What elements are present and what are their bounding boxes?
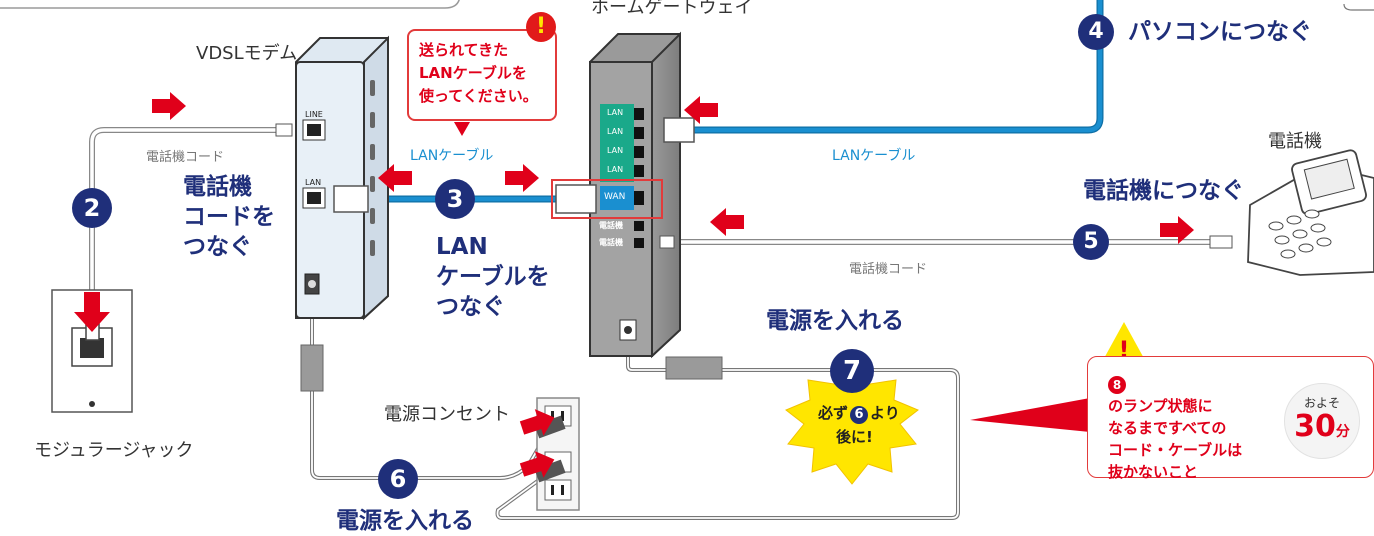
port-label-phone-2: 電話機 <box>599 238 623 247</box>
step-5-text: 電話機につなぐ <box>1083 178 1244 204</box>
port-label-lan-3: LAN <box>607 146 624 155</box>
warning-line-4: 抜かないこと <box>1108 463 1199 481</box>
svg-text:!: ! <box>1119 336 1130 364</box>
lan-cable-gateway-pc <box>690 0 1104 134</box>
phone-cord-label-right: 電話機コード <box>849 262 928 277</box>
port-label-lan-4: LAN <box>607 165 624 174</box>
time-estimate-circle: およそ 30分 <box>1284 383 1360 459</box>
port-label-lan-1: LAN <box>607 108 624 117</box>
port-label-modem-lan: LAN <box>305 178 322 187</box>
header-box-edge-right <box>1343 3 1374 11</box>
header-box-edge <box>0 0 460 9</box>
step-3-line-3: つなぐ <box>436 294 505 320</box>
modem-power-adapter <box>300 344 324 392</box>
burst-text-pre: 必ず <box>818 404 849 422</box>
time-approx: およそ <box>1303 396 1340 410</box>
gateway-phone-connector <box>659 235 675 249</box>
modem-line-connector <box>275 123 293 137</box>
step-4-text: パソコンにつなぐ <box>1128 19 1312 45</box>
port-label-wan: WAN <box>604 192 626 202</box>
outlet-label: 電源コンセント <box>384 404 510 425</box>
step-6-text: 電源を入れる <box>336 508 474 534</box>
step-2-line-3: つなぐ <box>183 234 252 260</box>
phone-plug <box>1209 235 1233 249</box>
step-4-badge: 4 <box>1078 14 1114 50</box>
lan-cable-label-left: LANケーブル <box>410 148 494 164</box>
phone-label: 電話機 <box>1268 131 1322 152</box>
modular-jack-graphic <box>51 289 133 413</box>
step-5-badge: 5 <box>1073 224 1109 260</box>
power-burst <box>785 365 919 485</box>
step-3-line-1: LAN <box>436 234 488 260</box>
step-2-line-2: コードを <box>183 204 275 230</box>
gateway-power-adapter <box>665 356 723 380</box>
warning-triangle-svg: ! <box>1102 322 1146 364</box>
burst-text-post: より <box>870 404 900 422</box>
modem-lan-connector <box>333 185 369 213</box>
burst-step-6-badge: 6 <box>850 406 869 424</box>
callout-pointer <box>454 122 470 136</box>
warning-line-1: 8 のランプ状態に <box>1108 373 1242 417</box>
telephone-graphic <box>1209 149 1374 276</box>
step-7-text: 電源を入れる <box>766 308 904 334</box>
home-gateway-graphic <box>589 31 681 359</box>
lan-cable-label-right: LANケーブル <box>832 148 916 164</box>
warning-text: 8 のランプ状態に なるまですべての コード・ケーブルは 抜かないこと <box>1108 373 1242 483</box>
warning-box: 8 のランプ状態に なるまですべての コード・ケーブルは 抜かないこと およそ 3… <box>1087 356 1374 481</box>
step-7-badge: 7 <box>830 349 874 393</box>
burst-text-line-2: 後に! <box>836 428 873 446</box>
warning-step-badge: 8 <box>1108 376 1126 394</box>
callout-line-1: 送られてきた <box>419 41 509 59</box>
modem-power-cord <box>310 300 552 480</box>
warning-line-1-text: のランプ状態に <box>1108 397 1213 415</box>
callout-warning-icon: ! <box>526 12 556 42</box>
step-2-badge: 2 <box>72 188 112 228</box>
port-label-phone-1: 電話機 <box>599 221 623 230</box>
phone-cord-label-left: 電話機コード <box>146 150 225 165</box>
port-label-lan-2: LAN <box>607 127 624 136</box>
time-value: 30分 <box>1285 411 1359 448</box>
warning-line-2: なるまですべての <box>1108 419 1227 437</box>
port-label-line: LINE <box>305 110 323 119</box>
step-6-badge: 6 <box>378 459 418 499</box>
step-3-badge: 3 <box>435 179 475 219</box>
callout-line-3: 使ってください。 <box>419 87 538 105</box>
step-3-line-2: ケーブルを <box>436 264 550 290</box>
gateway-wan-connector <box>555 184 597 214</box>
modular-jack-label: モジュラージャック <box>34 440 194 461</box>
lan-cable-callout: 送られてきた LANケーブルを 使ってください。 <box>407 29 557 121</box>
time-unit: 分 <box>1335 424 1350 440</box>
callout-line-2: LANケーブルを <box>419 64 527 82</box>
vdsl-modem-graphic <box>295 35 389 321</box>
gateway-lan-connector <box>663 117 695 143</box>
wan-highlight-frame <box>551 179 663 219</box>
vdsl-modem-label: VDSLモデム <box>196 43 298 64</box>
warning-line-3: コード・ケーブルは <box>1108 441 1243 459</box>
warning-pointer <box>970 398 1090 432</box>
step-2-line-1: 電話機 <box>183 174 252 200</box>
time-minutes: 30 <box>1294 409 1336 444</box>
home-gateway-label: ホームゲートウェイ <box>591 0 753 18</box>
